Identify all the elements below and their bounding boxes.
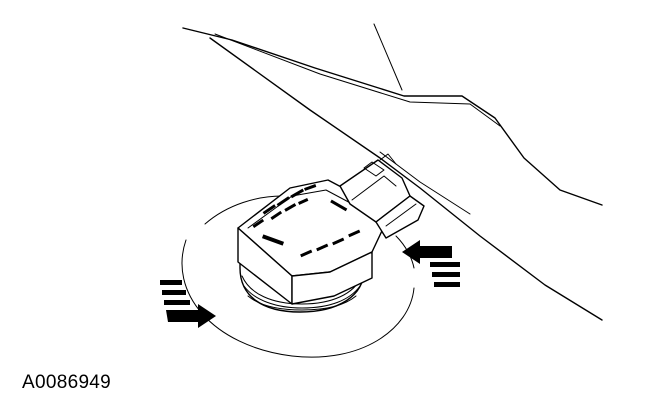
electrical-connector bbox=[339, 153, 425, 239]
rotation-arrow-left bbox=[160, 280, 216, 328]
sensor-embossed-markings bbox=[252, 184, 361, 258]
housing-panel-edges bbox=[182, 23, 603, 321]
figure-id-label: A0086949 bbox=[22, 372, 112, 393]
rotation-arrow-right bbox=[402, 240, 460, 287]
